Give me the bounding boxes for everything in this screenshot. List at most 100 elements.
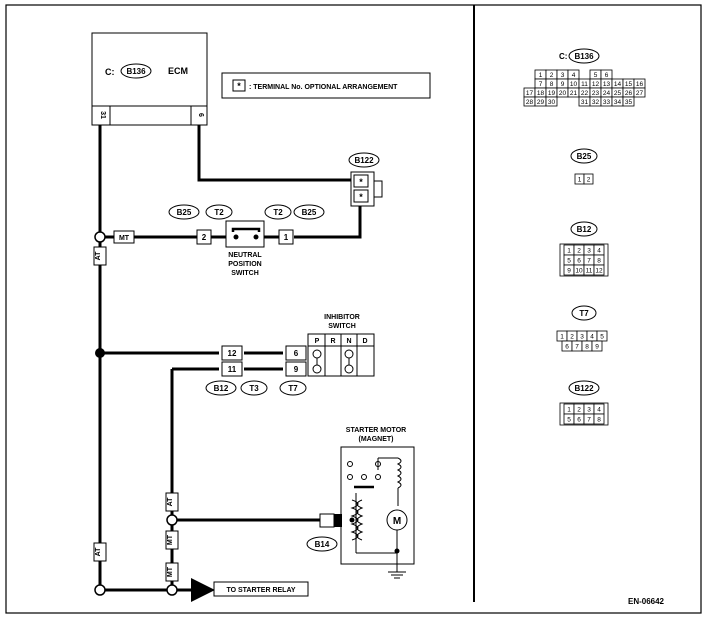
b12-pin: 3 xyxy=(587,248,591,255)
b136-pin: 17 xyxy=(526,90,534,97)
neutral-conn-left: B25 xyxy=(177,208,192,217)
t7-pin: 9 xyxy=(595,344,599,351)
neutral-term-left: T2 xyxy=(214,208,224,217)
b136-pin: 29 xyxy=(537,99,545,106)
b136-pin: 31 xyxy=(581,99,589,106)
b136-cell xyxy=(545,96,558,107)
b25-id: B25 xyxy=(577,152,592,161)
b136-pin: 18 xyxy=(537,90,545,97)
b136-pin: 11 xyxy=(581,81,588,88)
inhibitor-conn-t3: T3 xyxy=(249,384,259,393)
b12-pin: 12 xyxy=(595,268,603,275)
b136-id: B136 xyxy=(574,52,594,61)
legend-symbol: * xyxy=(237,81,241,91)
b136-pin: 16 xyxy=(636,81,644,88)
junction-relay-right xyxy=(166,584,178,596)
b136-pin: 20 xyxy=(559,90,567,97)
b136-cell xyxy=(622,96,635,107)
wire-tags: MT AT AT AT MT MT xyxy=(93,230,179,582)
b12-pin: 1 xyxy=(567,248,571,255)
b136-pin: 35 xyxy=(625,99,633,106)
b136-pin: 8 xyxy=(550,81,554,88)
neutral-label-2: POSITION xyxy=(228,261,261,268)
junction-starter xyxy=(166,514,178,526)
b136-pin: 33 xyxy=(603,99,611,106)
b122-connector: B122 * * xyxy=(348,152,383,207)
b136-pin: 4 xyxy=(572,72,576,79)
connector-view-b122: B122 xyxy=(568,380,600,396)
t7-pin: 5 xyxy=(600,334,604,341)
b136-pin: 30 xyxy=(548,99,556,106)
b122-view-id: B122 xyxy=(574,384,594,393)
inhibitor-pos-n: N xyxy=(346,338,351,345)
inhibitor-label-1: INHIBITOR xyxy=(324,314,360,321)
inhibitor-pin-11: 11 xyxy=(228,365,237,374)
inhibitor-pos-r: R xyxy=(330,338,335,345)
b122v-pin: 8 xyxy=(597,417,601,424)
t7-pin: 6 xyxy=(565,344,569,351)
b122-pin-bottom: * xyxy=(359,192,363,202)
b136-pin: 1 xyxy=(539,72,543,79)
tag-at-1: AT xyxy=(95,251,102,261)
ecm-label: ECM xyxy=(168,66,188,76)
b136-pin: 21 xyxy=(570,90,578,97)
b136-pin: 7 xyxy=(539,81,543,88)
b122v-pin: 3 xyxy=(587,407,591,414)
b136-pin: 13 xyxy=(603,81,611,88)
b122v-pin: 5 xyxy=(567,417,571,424)
legend: * : TERMINAL No. OPTIONAL ARRANGEMENT xyxy=(221,72,431,99)
b122v-pin: 7 xyxy=(587,417,591,424)
b136-prefix: C: xyxy=(559,52,567,61)
starter-relay-label-box: TO STARTER RELAY xyxy=(213,581,309,597)
tag-at-2: AT xyxy=(95,547,102,557)
b122v-pin: 6 xyxy=(577,417,581,424)
legend-text: : TERMINAL No. OPTIONAL ARRANGEMENT xyxy=(249,84,398,91)
t7-pin: 1 xyxy=(560,334,564,341)
inhibitor-pos-d: D xyxy=(362,338,367,345)
inhibitor-conn-t7: T7 xyxy=(288,384,298,393)
b122v-pin: 2 xyxy=(577,407,581,414)
neutral-label-3: SWITCH xyxy=(231,270,259,277)
b122v-pin: 4 xyxy=(597,407,601,414)
b136-pin: 34 xyxy=(614,99,622,106)
b136-pin: 5 xyxy=(594,72,598,79)
b136-pin: 26 xyxy=(625,90,633,97)
neutral-position-switch: B25 T2 T2 B25 2 1 NEUTRAL POSITION SWITC… xyxy=(168,204,325,277)
neutral-pin-2: 2 xyxy=(202,233,207,242)
t7-pin: 2 xyxy=(570,334,574,341)
b122-label: B122 xyxy=(354,156,374,165)
b25-pin: 2 xyxy=(587,177,591,184)
b122v-cell xyxy=(593,413,605,425)
motor-symbol: M xyxy=(393,516,401,527)
connector-view-b12: B12 xyxy=(570,221,598,237)
b12-pin: 7 xyxy=(587,258,591,265)
neutral-pin-1: 1 xyxy=(284,233,289,242)
b136-pin: 12 xyxy=(592,81,600,88)
b136-pin: 3 xyxy=(561,72,565,79)
b136-pin: 15 xyxy=(625,81,633,88)
b136-pin: 24 xyxy=(603,90,611,97)
starter-label-1: STARTER MOTOR xyxy=(346,427,406,434)
t7-pin: 3 xyxy=(580,334,584,341)
connector-view-b25: B25 xyxy=(570,148,598,164)
b136-pin: 27 xyxy=(636,90,644,97)
connector-view-b136: C: B136 xyxy=(559,48,600,64)
t7-pin: 4 xyxy=(590,334,594,341)
junction-relay-left xyxy=(94,584,106,596)
b136-pin: 22 xyxy=(581,90,589,97)
tag-at-3: AT xyxy=(167,497,174,507)
b12-pin: 11 xyxy=(586,268,593,275)
b136-pin: 25 xyxy=(614,90,622,97)
ecm-pin-31: 31 xyxy=(99,111,106,119)
b136-pin: 9 xyxy=(561,81,565,88)
b12-pin: 6 xyxy=(577,258,581,265)
b12-pin: 2 xyxy=(577,248,581,255)
b122v-pin: 1 xyxy=(567,407,571,414)
b12-pin: 5 xyxy=(567,258,571,265)
ecm-connector-prefix: C: xyxy=(105,67,115,77)
